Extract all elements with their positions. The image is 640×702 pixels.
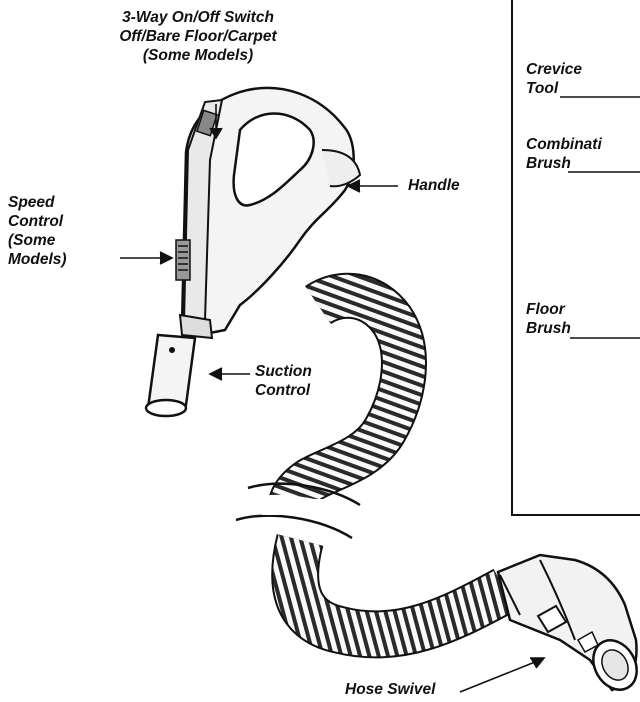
switch-label-line-2: Off/Bare Floor/Carpet — [88, 27, 308, 46]
crevice-label-line-1: Crevice — [526, 60, 582, 79]
suction-label-line-2: Control — [255, 381, 312, 400]
suction-label-line-1: Suction — [255, 362, 312, 381]
switch-label-line-3: (Some Models) — [88, 46, 308, 65]
floor-label-line-1: Floor — [526, 300, 571, 319]
combination-label-line-1: Combinati — [526, 135, 602, 154]
crevice-tool-label: Crevice Tool — [526, 60, 582, 98]
floor-brush-label: Floor Brush — [526, 300, 571, 338]
crevice-label-line-2: Tool — [526, 79, 582, 98]
hose-upper — [290, 296, 404, 510]
speed-label-line-2: Control — [8, 212, 67, 231]
switch-label: 3-Way On/Off Switch Off/Bare Floor/Carpe… — [88, 8, 308, 65]
floor-label-line-2: Brush — [526, 319, 571, 338]
attachments-inset-labels: Crevice Tool Combinati Brush Floor Brush — [512, 0, 640, 515]
hose-swivel-label: Hose Swivel — [345, 680, 435, 699]
hose-lower — [295, 540, 505, 634]
combination-label-line-2: Brush — [526, 154, 602, 173]
speed-label-line-1: Speed — [8, 193, 67, 212]
speed-label-line-3: (Some — [8, 231, 67, 250]
hose-swivel — [498, 555, 640, 698]
handle-wand-tip — [146, 335, 195, 416]
suction-control-label: Suction Control — [255, 362, 312, 400]
handle-label: Handle — [408, 176, 460, 195]
switch-label-line-1: 3-Way On/Off Switch — [88, 8, 308, 27]
speed-label-line-4: Models) — [8, 250, 67, 269]
speed-control-label: Speed Control (Some Models) — [8, 193, 67, 269]
combination-brush-label: Combinati Brush — [526, 135, 602, 173]
